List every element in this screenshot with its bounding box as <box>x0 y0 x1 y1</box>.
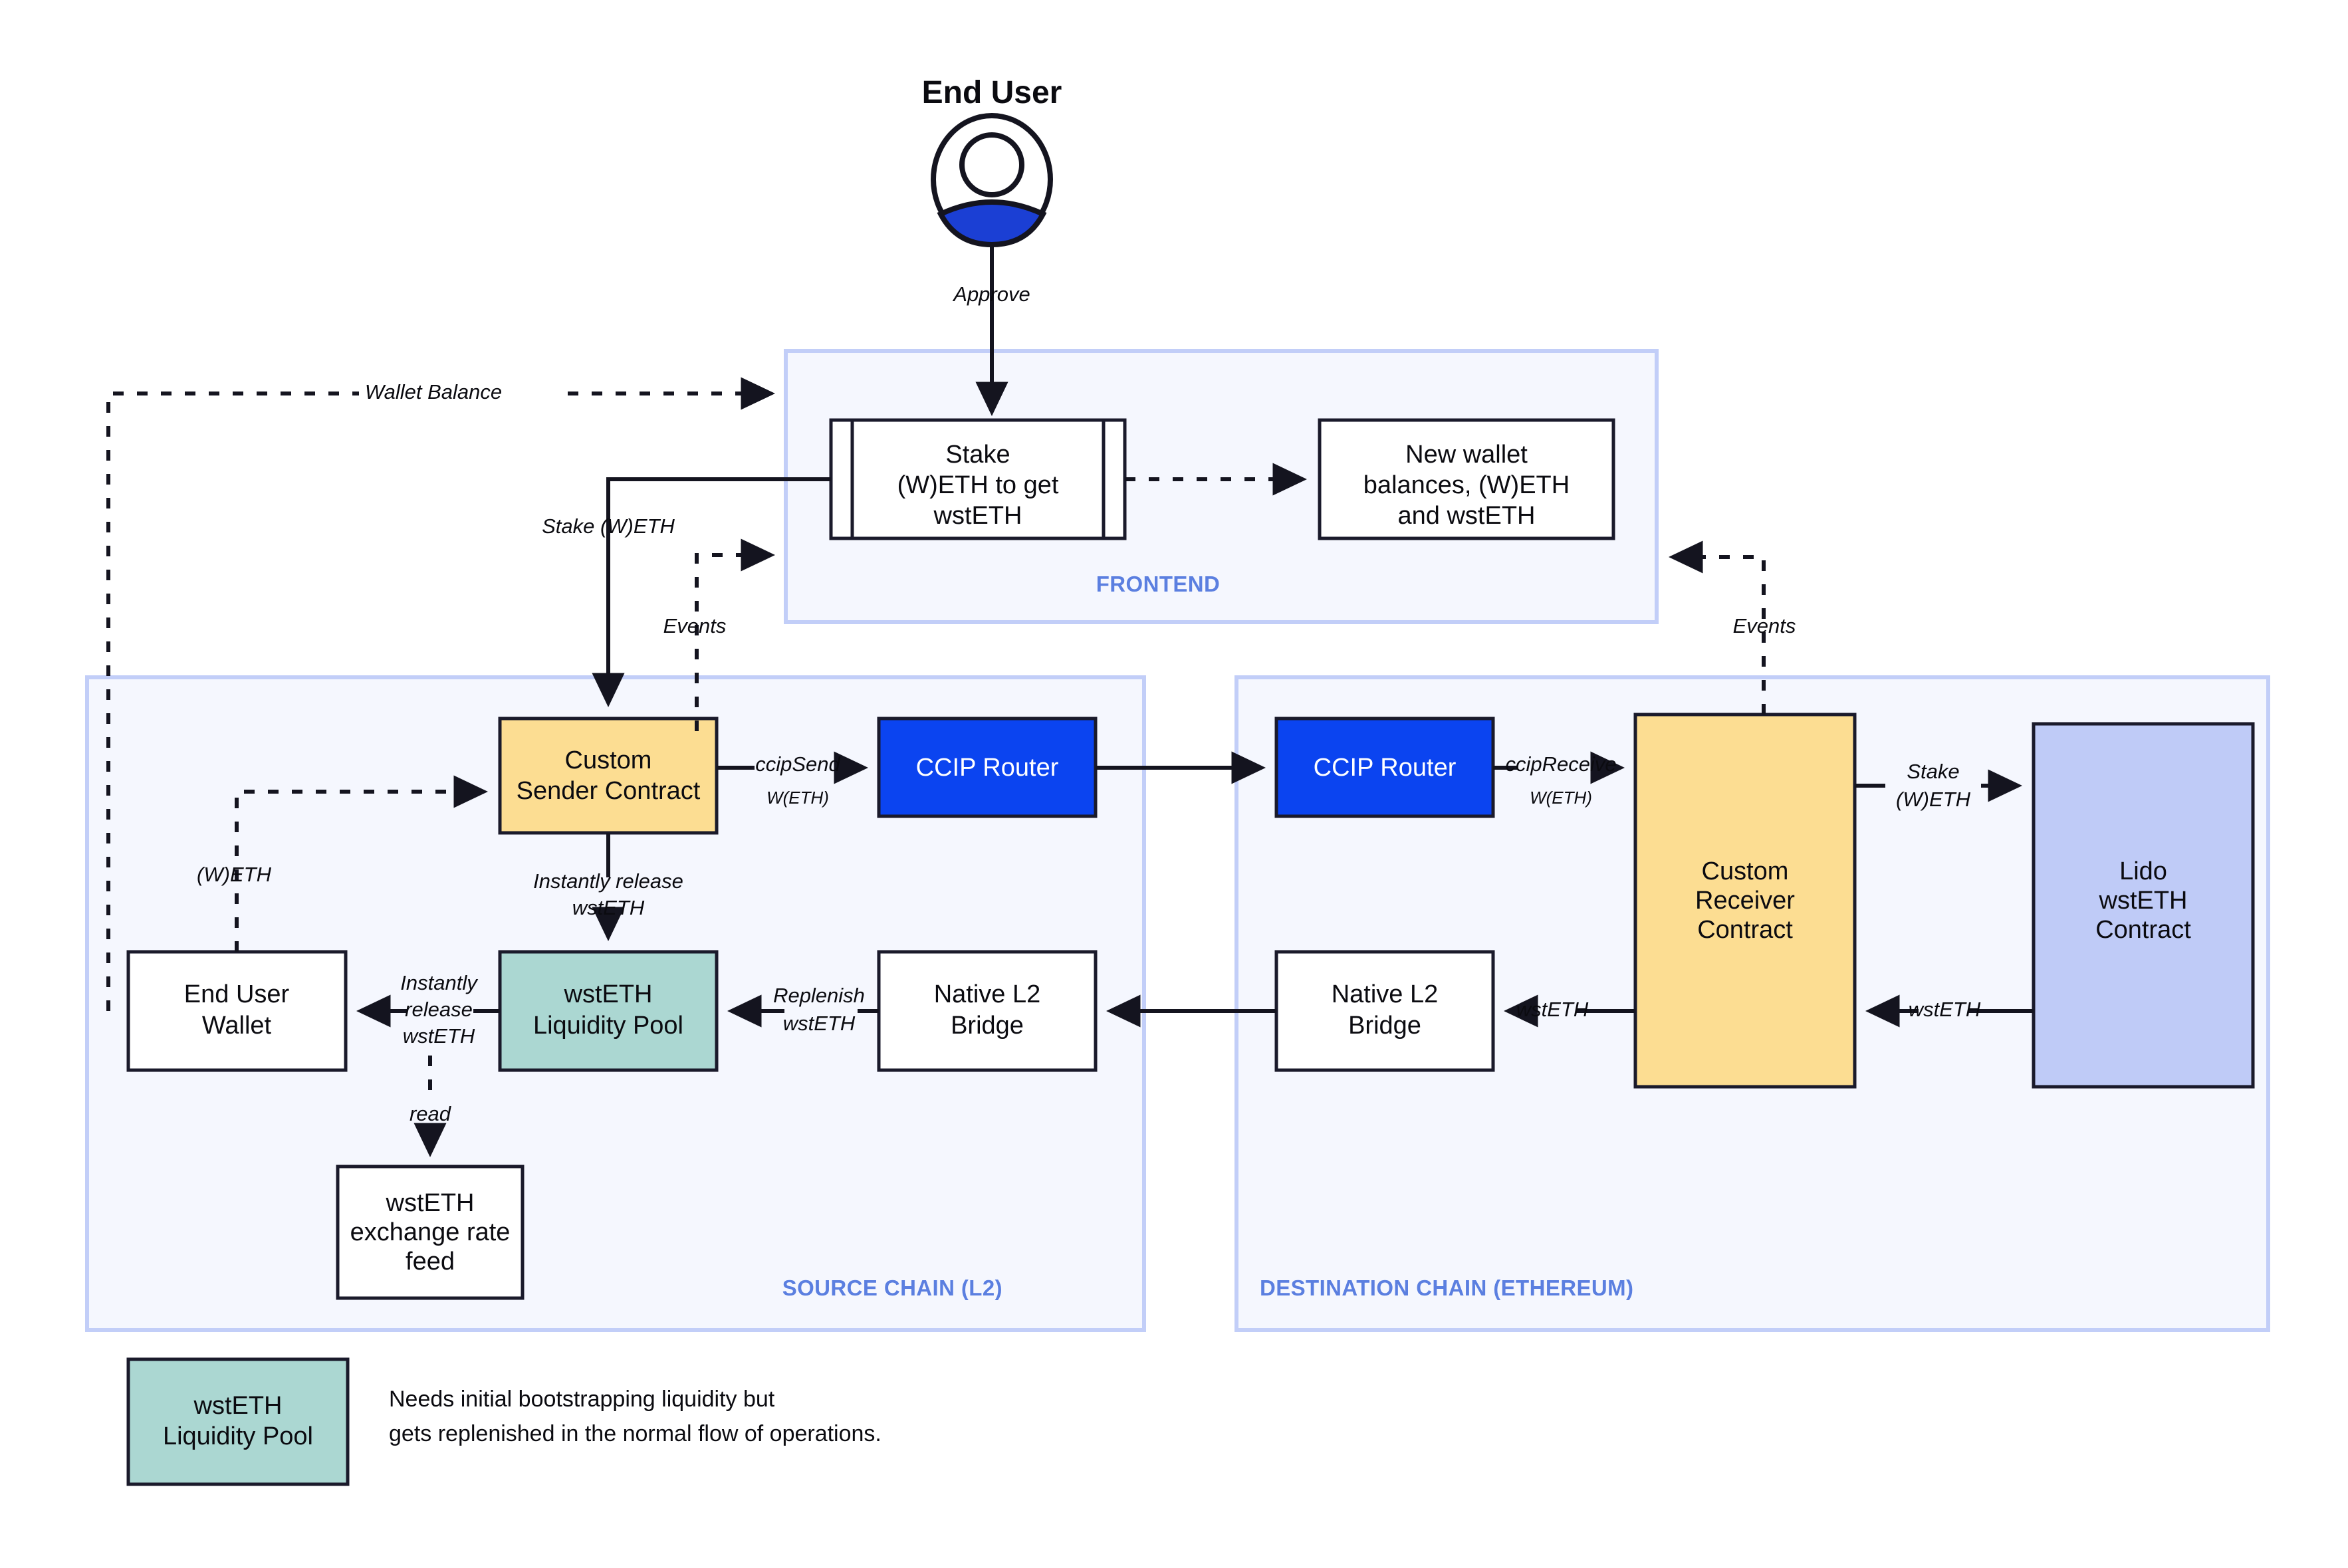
edge-label-events-left: Events <box>663 614 727 637</box>
edge-label-release-wallet-1: Instantly <box>400 971 479 994</box>
edge-stake-weth-destination: Stake (W)ETH <box>1855 760 2023 811</box>
node-lido-line2: wstETH <box>2099 887 2188 915</box>
node-pool-line2: Liquidity Pool <box>533 1012 683 1040</box>
edge-replenish-wsteth: Replenish wstETH <box>727 984 879 1035</box>
user-avatar-icon <box>931 113 1053 248</box>
node-feed-line3: feed <box>406 1248 455 1276</box>
node-bridge-dst-line2: Bridge <box>1348 1012 1421 1040</box>
edge-label-ccip-receive-token: W(ETH) <box>1530 788 1592 808</box>
node-custom-sender-contract[interactable]: Custom Sender Contract <box>498 717 719 835</box>
edge-events-right: Events <box>1668 540 1796 715</box>
node-receiver-line2: Receiver <box>1695 887 1795 915</box>
edge-label-stake-dst-2: (W)ETH <box>1896 788 1971 811</box>
node-end-user-wallet[interactable]: End User Wallet <box>126 950 348 1072</box>
edge-approve: Approve <box>952 279 1030 417</box>
node-bridge-src-line1: Native L2 <box>934 980 1041 1008</box>
node-new-balances-line3: and wstETH <box>1398 502 1536 530</box>
edge-stake-weth: Stake (W)ETH <box>542 477 831 708</box>
node-feed-line1: wstETH <box>386 1189 475 1217</box>
legend-note-line2: gets replenished in the normal flow of o… <box>389 1421 881 1446</box>
edge-label-ccip-receive: ccipReceive <box>1505 752 1616 776</box>
node-new-balances-line1: New wallet <box>1405 441 1528 469</box>
legend-swatch-line1: wstETH <box>193 1392 283 1420</box>
node-ccip-router-dst-label: CCIP Router <box>1314 754 1457 782</box>
node-receiver-line1: Custom <box>1702 857 1789 885</box>
edge-wsteth-receiver-to-bridge: wstETH <box>1503 994 1635 1028</box>
node-pool-line1: wstETH <box>564 980 653 1008</box>
container-label-frontend: FRONTEND <box>1096 572 1221 596</box>
node-native-l2-bridge-source[interactable]: Native L2 Bridge <box>877 950 1098 1072</box>
legend-swatch-line2: Liquidity Pool <box>163 1422 313 1450</box>
edge-label-replenish-2: wstETH <box>783 1012 856 1035</box>
node-native-l2-bridge-destination[interactable]: Native L2 Bridge <box>1274 950 1495 1072</box>
node-new-balances-line2: balances, (W)ETH <box>1363 471 1570 499</box>
edge-label-approve: Approve <box>952 282 1030 306</box>
edge-ccip-send: ccipSend W(ETH) <box>717 751 869 808</box>
node-stake-form-line3: wstETH <box>933 502 1022 530</box>
legend-swatch <box>126 1357 350 1486</box>
node-wallet-line1: End User <box>184 980 290 1008</box>
edge-label-ccip-send: ccipSend <box>755 752 841 776</box>
edge-label-stake-dst-1: Stake <box>1907 760 1959 783</box>
edge-label-release-wallet-3: wstETH <box>403 1024 475 1048</box>
edge-label-read: read <box>410 1102 452 1125</box>
edge-events-left: Events <box>663 538 776 731</box>
edge-instant-release-to-pool: Instantly release wstETH <box>533 833 683 942</box>
edge-weth-wallet-to-sender: (W)ETH <box>197 775 489 952</box>
node-sender-line2: Sender Contract <box>517 777 701 805</box>
node-ccip-router-source-label: CCIP Router <box>916 754 1059 782</box>
edge-label-instant-release-1: Instantly release <box>533 869 683 893</box>
node-wallet-line2: Wallet <box>202 1012 272 1040</box>
edge-label-events-right: Events <box>1733 614 1796 637</box>
edge-ccip-receive: ccipReceive W(ETH) <box>1493 751 1625 808</box>
edge-label-wallet-balance: Wallet Balance <box>365 380 502 403</box>
edge-label-weth: (W)ETH <box>197 863 272 886</box>
node-feed-line2: exchange rate <box>350 1218 511 1246</box>
node-stake-form[interactable]: Stake (W)ETH to get wstETH <box>829 418 1127 540</box>
node-bridge-dst-line1: Native L2 <box>1332 980 1439 1008</box>
node-ccip-router-destination[interactable]: CCIP Router <box>1274 717 1495 818</box>
node-lido-line3: Contract <box>2095 916 2191 944</box>
edge-read-rate-feed: read <box>410 1056 452 1158</box>
actor-label: End User <box>922 75 1062 110</box>
edge-wsteth-lido-to-receiver: wstETH <box>1865 994 2034 1028</box>
edge-label-wsteth-right: wstETH <box>1909 998 1981 1021</box>
edge-wallet-balance: Wallet Balance <box>106 376 776 1011</box>
node-custom-receiver-contract[interactable]: Custom Receiver Contract <box>1633 713 1857 1089</box>
edge-label-instant-release-2: wstETH <box>572 896 645 919</box>
node-wsteth-liquidity-pool[interactable]: wstETH Liquidity Pool <box>498 950 719 1072</box>
edge-label-wsteth-mid: wstETH <box>1516 998 1589 1021</box>
node-wsteth-exchange-rate-feed[interactable]: wstETH exchange rate feed <box>336 1165 525 1300</box>
node-new-wallet-balances[interactable]: New wallet balances, (W)ETH and wstETH <box>1318 418 1615 540</box>
node-ccip-router-source[interactable]: CCIP Router <box>877 717 1098 818</box>
edge-label-replenish-1: Replenish <box>773 984 865 1007</box>
node-lido-line1: Lido <box>2119 857 2167 885</box>
node-lido-wsteth-contract[interactable]: Lido wstETH Contract <box>2032 722 2255 1089</box>
node-stake-form-line1: Stake <box>945 441 1010 469</box>
container-label-destination-chain: DESTINATION CHAIN (ETHEREUM) <box>1260 1276 1633 1300</box>
container-label-source-chain: SOURCE CHAIN (L2) <box>782 1276 1002 1300</box>
edge-label-release-wallet-2: release <box>405 998 473 1021</box>
node-stake-form-line2: (W)ETH to get <box>897 471 1059 499</box>
actor-end-user: End User <box>922 75 1062 279</box>
node-bridge-src-line2: Bridge <box>951 1012 1024 1040</box>
edge-label-ccip-send-token: W(ETH) <box>766 788 829 808</box>
node-sender-line1: Custom <box>565 746 652 774</box>
node-receiver-line3: Contract <box>1697 916 1793 944</box>
edge-instant-release-to-wallet: Instantly release wstETH <box>356 971 500 1048</box>
legend-note-line1: Needs initial bootstrapping liquidity bu… <box>389 1387 775 1412</box>
legend: wstETH Liquidity Pool Needs initial boot… <box>126 1357 881 1486</box>
edge-label-stake-weth: Stake (W)ETH <box>542 514 675 538</box>
